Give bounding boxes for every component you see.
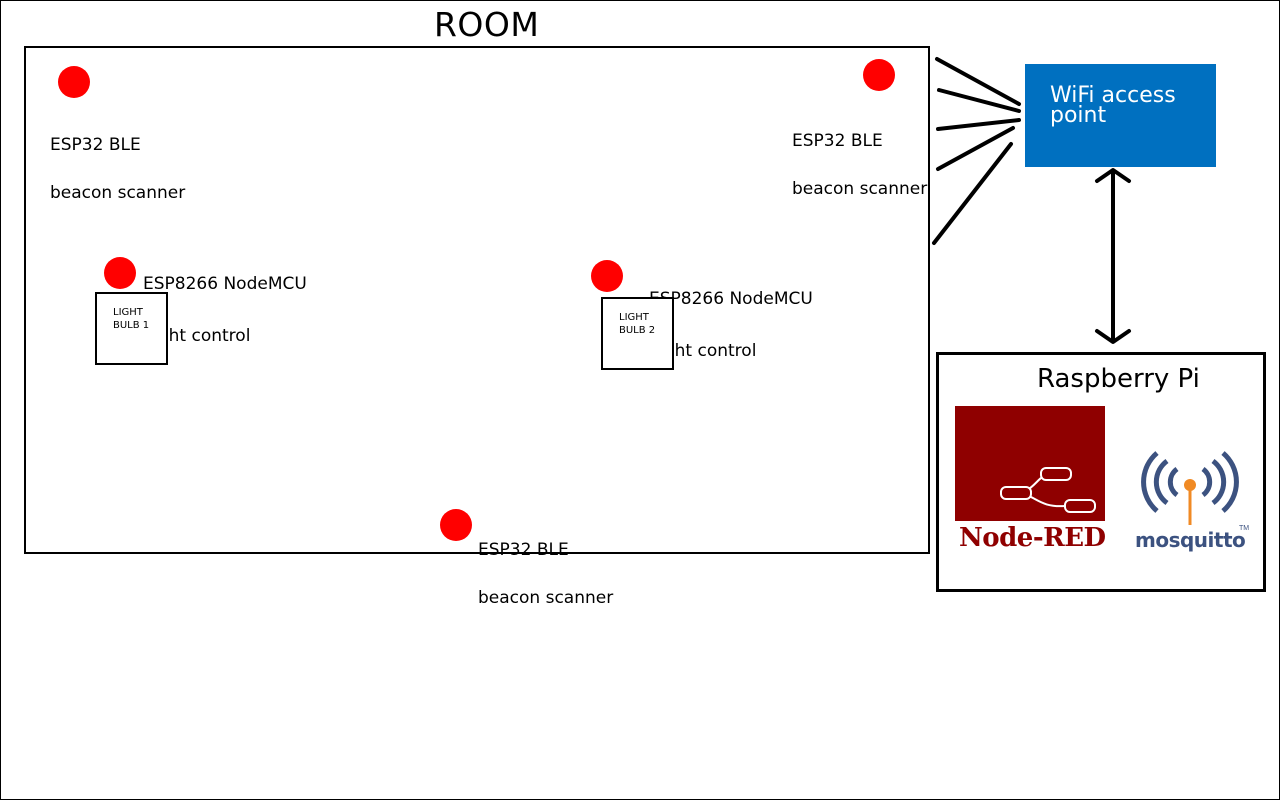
scanner-label-2-line2: beacon scanner (792, 179, 928, 199)
raspberry-pi-title: Raspberry Pi (1037, 364, 1200, 394)
mosquitto-trademark: TM (1239, 525, 1250, 532)
scanner-label-1-line1: ESP32 BLE (50, 135, 141, 155)
wifi-access-point: WiFi access point (1025, 64, 1216, 167)
light-bulb-2-line1: LIGHT (619, 312, 649, 323)
scanner-label-2: ESP32 BLE beacon scanner (792, 101, 927, 229)
scanner-label-1-line2: beacon scanner (50, 183, 186, 203)
scanner-label-3-line2: beacon scanner (478, 588, 614, 608)
wifi-label-line1: WiFi access (1050, 83, 1176, 108)
scanner-label-1: ESP32 BLE beacon scanner (50, 105, 185, 233)
scanner-dot-3 (440, 509, 472, 541)
light-bulb-1: LIGHT BULB 1 (95, 292, 168, 365)
scanner-dot-2 (863, 59, 895, 91)
room-title: ROOM (434, 5, 540, 44)
light-bulb-1-line1: LIGHT (113, 307, 143, 318)
scanner-label-3-line1: ESP32 BLE (478, 540, 569, 560)
scanner-label-2-line1: ESP32 BLE (792, 131, 883, 151)
node-red-flow-icon (1000, 467, 1096, 513)
controller-dot-1 (104, 257, 136, 289)
controller-label-1-line1: ESP8266 NodeMCU (143, 274, 307, 294)
scanner-dot-1 (58, 66, 90, 98)
mosquitto-label: mosquitto (1135, 528, 1246, 552)
wifi-signal-line-2 (937, 88, 1021, 113)
scanner-label-3: ESP32 BLE beacon scanner (478, 510, 613, 638)
light-bulb-2-label: LIGHT BULB 2 (619, 311, 655, 337)
light-bulb-2: LIGHT BULB 2 (601, 297, 674, 370)
wifi-signal-line-5 (932, 142, 1013, 245)
light-bulb-1-line2: BULB 1 (113, 320, 150, 331)
light-bulb-2-line2: BULB 2 (619, 325, 656, 336)
raspberry-pi-box: Raspberry Pi Node-RED mosquitto TM (936, 352, 1266, 592)
light-bulb-1-label: LIGHT BULB 1 (113, 306, 149, 332)
node-red-label: Node-RED (959, 523, 1106, 553)
broadcast-antenna-icon (1141, 451, 1239, 525)
wifi-label: WiFi access point (1050, 83, 1176, 128)
node-red-logo (955, 406, 1105, 521)
wifi-signal-line-3 (936, 118, 1021, 131)
wifi-label-line2: point (1050, 103, 1107, 128)
wifi-signal-line-4 (936, 126, 1015, 171)
controller-dot-2 (591, 260, 623, 292)
double-arrow (1095, 168, 1131, 344)
room-boundary (24, 46, 930, 554)
wifi-signal-line-1 (935, 57, 1021, 106)
